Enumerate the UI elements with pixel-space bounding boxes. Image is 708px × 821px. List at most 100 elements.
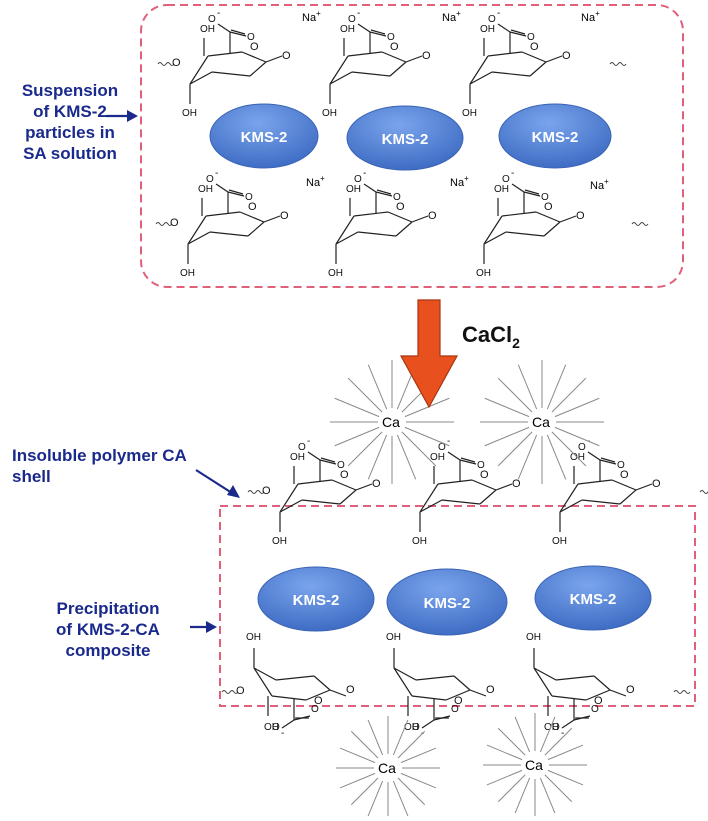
suspension-label-line: Suspension (21, 81, 119, 100)
coordination-line (497, 774, 526, 803)
bond-line (524, 189, 540, 195)
kms2-particle: KMS-2 (498, 103, 612, 169)
precipitation-label-line: composite (65, 641, 151, 660)
atom-label: O (486, 684, 495, 696)
bond-line (230, 29, 246, 35)
coordination-line (514, 777, 531, 814)
atom-label: OH (264, 722, 279, 733)
coordination-line (367, 780, 384, 817)
bond-line (635, 483, 653, 491)
coordination-line (339, 772, 376, 789)
bond-line (389, 61, 407, 77)
bond-line (357, 231, 397, 237)
bond-line (559, 499, 583, 513)
atom-label: O (451, 704, 459, 715)
atom-label: OH (198, 184, 213, 195)
shell-label-line: shell (12, 467, 51, 486)
bond-line (301, 499, 341, 505)
chain-end-wavy (157, 62, 175, 66)
bond-line (229, 31, 247, 37)
bond-line (339, 489, 357, 505)
atom-label: O (172, 57, 181, 69)
bond-line (561, 719, 575, 729)
sodium-ion: Na+ (450, 174, 469, 189)
atom-label: O (298, 442, 306, 453)
suspension-label-line: of KMS-2 (33, 102, 107, 121)
svg-text:Na+: Na+ (581, 9, 600, 24)
bond-line (319, 459, 337, 465)
atom-label: OH (182, 108, 197, 119)
atom-label: OH (340, 24, 355, 35)
atom-label: OH (346, 184, 361, 195)
bond-line (297, 479, 333, 485)
bond-line (211, 71, 251, 77)
bond-line (453, 675, 471, 691)
bond-line (535, 211, 561, 223)
bond-line (329, 55, 349, 85)
atom-label: O (512, 478, 521, 490)
chain-end-wavy (631, 222, 649, 226)
atom-label: OH (494, 184, 509, 195)
bond-line (228, 189, 244, 195)
atom-label: O (314, 695, 323, 707)
kms2-particle: KMS-2 (257, 566, 375, 632)
atom-label: OH (462, 108, 477, 119)
atom-label: O (454, 695, 463, 707)
bond-line (619, 489, 637, 505)
chain-end-wavy (155, 222, 173, 226)
coordination-line (546, 364, 567, 410)
bond-line (421, 719, 435, 729)
kms2-particle-label: KMS-2 (532, 129, 579, 146)
atom-label: O (282, 50, 291, 62)
atom-label: O (422, 50, 431, 62)
atom-label: - (281, 728, 284, 739)
precipitation-label-line: Precipitation (56, 599, 160, 618)
precipitation-label: Precipitation of KMS-2-CA composite (28, 598, 188, 661)
atom-label: OH (272, 536, 287, 547)
bond-line (487, 51, 523, 57)
bond-line (469, 689, 487, 697)
bond-line (227, 191, 245, 197)
bond-line (415, 675, 455, 681)
coordination-line (400, 772, 437, 789)
atom-label: - (511, 168, 514, 179)
bond-line (483, 215, 503, 245)
atom-label: O (346, 684, 355, 696)
bond-line (460, 457, 476, 463)
bond-line (369, 31, 387, 37)
bond-line (375, 191, 393, 197)
bond-line (279, 499, 303, 513)
bond-line (505, 231, 545, 237)
kms2-particle-label: KMS-2 (570, 591, 617, 608)
bond-line (357, 23, 371, 33)
atom-label: O (170, 217, 179, 229)
atom-label: O (477, 460, 485, 471)
coordination-line (334, 397, 380, 418)
coordination-line (514, 716, 531, 753)
bond-line (419, 483, 439, 513)
bond-line (437, 479, 473, 485)
atom-label: OH (322, 108, 337, 119)
bond-line (593, 675, 611, 691)
bond-line (351, 71, 391, 77)
atom-label: OH (552, 536, 567, 547)
atom-label: O (311, 704, 319, 715)
atom-label: O (480, 469, 489, 481)
chain-end-wavy (609, 62, 627, 66)
bond-line (393, 667, 417, 681)
atom-label: O (262, 485, 271, 497)
shell-pointer-arrow (195, 469, 240, 498)
bond-line (370, 29, 386, 35)
bond-line (459, 459, 477, 465)
bond-line (307, 451, 321, 461)
atom-label: O (620, 469, 629, 481)
shell-label: Insoluble polymer CA shell (12, 445, 187, 487)
coordination-line (396, 434, 417, 480)
cacl2-label: CaCl2 (462, 322, 520, 351)
atom-label: O (248, 201, 257, 213)
coordination-line (551, 431, 587, 467)
